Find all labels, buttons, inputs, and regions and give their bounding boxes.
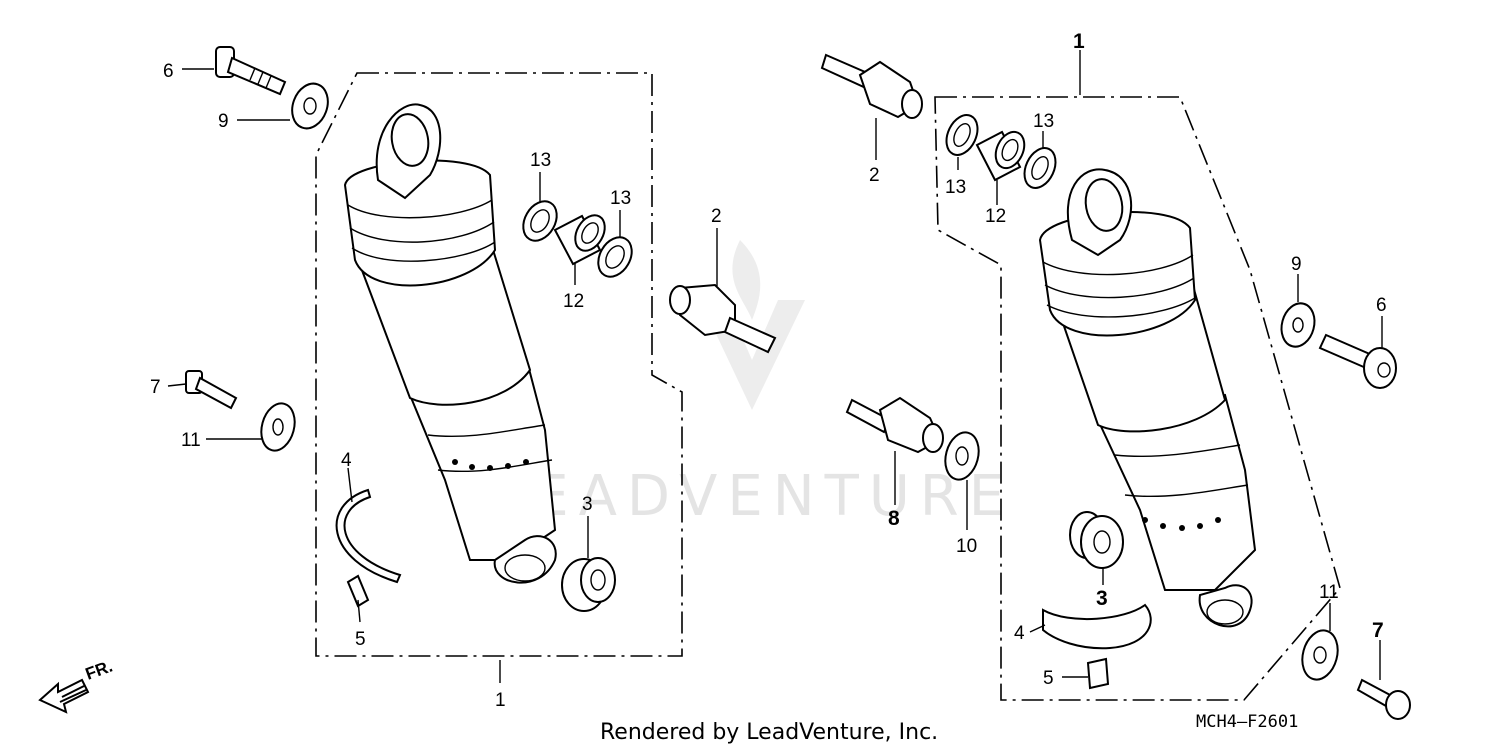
render-credit: Rendered by LeadVenture, Inc. [600,720,938,745]
right-stud-8 [845,396,944,454]
right-washer-10 [944,431,980,481]
left-callout-9: 9 [218,111,229,132]
front-label: FR. [83,657,115,684]
left-leader-lines [167,68,718,683]
left-shock-absorber [343,103,557,584]
right-washer-9 [1280,302,1316,348]
front-direction-indicator: FR. [38,657,115,714]
left-callout-5: 5 [355,629,366,650]
left-stud-2 [669,283,777,354]
right-callout-6: 6 [1376,295,1387,316]
left-label-5 [346,574,370,608]
right-vent-holes [1142,517,1221,531]
left-callout-6: 6 [163,61,174,82]
left-assembly: 6 9 7 11 4 5 3 2 13 13 12 1 [150,46,777,711]
diagram-code: MCH4—F2601 [1196,712,1298,732]
left-bushing-3 [561,557,616,612]
right-seal-13a [945,114,979,156]
left-washer-9 [291,82,329,130]
watermark-text: LEADVENTURE [492,464,1014,529]
right-callout-9: 9 [1291,254,1302,275]
right-callout-2: 2 [869,165,880,186]
left-bolt-7 [185,370,238,410]
left-callout-12: 12 [563,291,584,312]
right-callout-3: 3 [1096,587,1108,610]
right-washer-11 [1301,629,1339,681]
right-shock-absorber [1038,168,1257,628]
right-needle-bearing-12 [975,130,1026,182]
left-callout-11: 11 [181,430,201,451]
right-callout-10: 10 [956,536,977,557]
left-washer-11 [260,402,296,452]
left-seal-13b [597,236,633,278]
right-bolt-6 [1318,333,1397,389]
right-callout-7: 7 [1372,619,1384,642]
right-bolt-7 [1356,678,1411,720]
right-callout-13b: 13 [1033,111,1054,132]
right-seal-13b [1023,147,1057,189]
left-band-4 [335,488,402,584]
left-callout-7: 7 [150,377,161,398]
left-callout-13a: 13 [530,150,551,171]
left-callout-1: 1 [495,690,506,711]
left-callout-3: 3 [582,494,593,515]
right-label-5 [1086,657,1110,690]
left-seal-13a [522,200,558,242]
right-callout-1: 1 [1073,30,1085,53]
left-vent-holes [452,459,529,471]
right-callout-13a: 13 [945,177,966,198]
left-callout-2: 2 [711,206,722,227]
right-assembly: 1 2 8 10 13 13 12 9 6 11 7 3 4 5 [820,30,1411,720]
left-bolt-6 [215,46,287,96]
left-callout-4: 4 [341,450,352,471]
watermark: LEADVENTURE [492,240,1014,529]
left-needle-bearing-12 [553,214,606,266]
right-bushing-3 [1069,511,1124,569]
right-callout-11: 11 [1319,582,1339,603]
left-callout-13b: 13 [610,188,631,209]
right-callout-8: 8 [888,507,900,530]
right-band-4 [1042,603,1152,650]
right-kit-boundary [934,96,1341,701]
right-callout-5: 5 [1043,668,1054,689]
right-leader-lines [875,118,1383,680]
right-callout-12: 12 [985,206,1006,227]
right-callout-4: 4 [1014,623,1025,644]
right-stud-2 [820,53,923,119]
left-kit-boundary [315,72,683,657]
